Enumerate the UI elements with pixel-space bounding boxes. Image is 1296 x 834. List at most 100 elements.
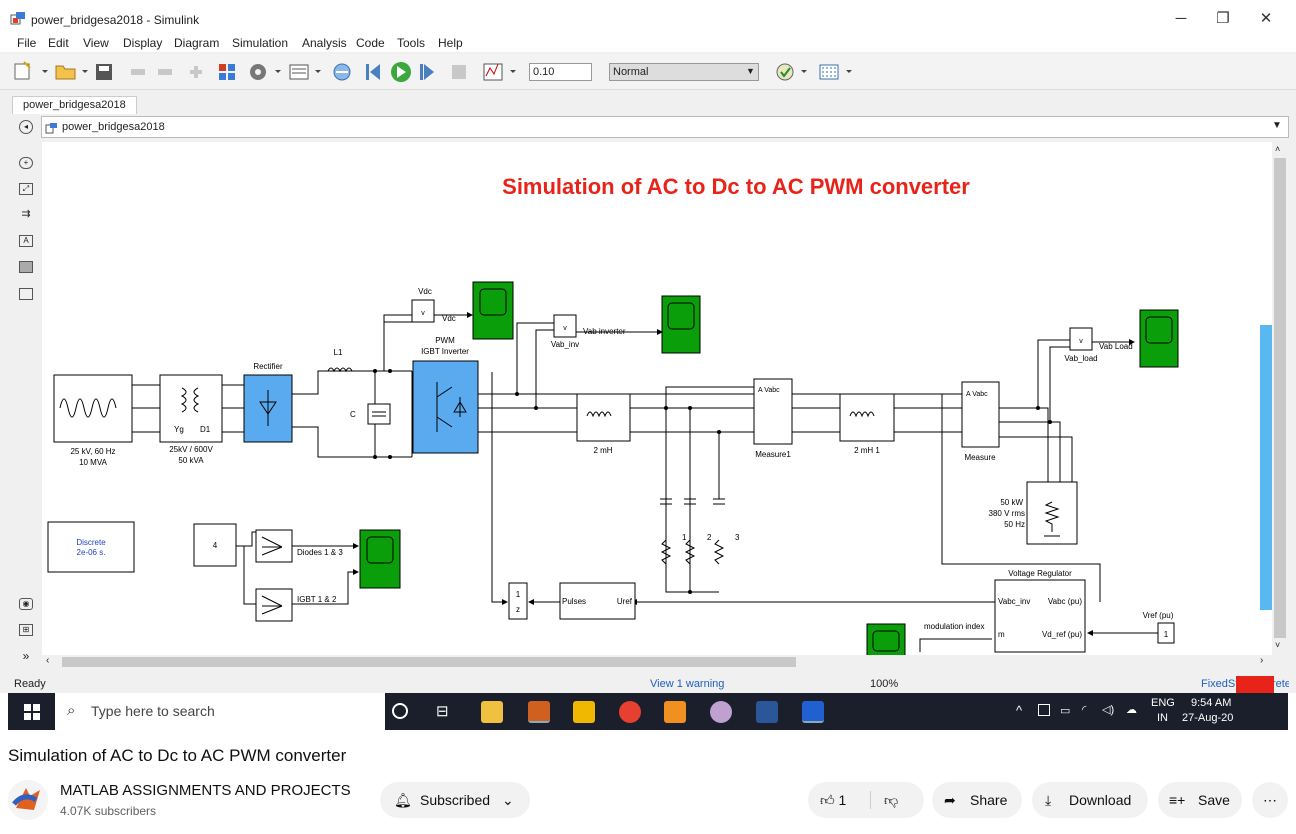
scope-modulation[interactable] <box>866 623 906 655</box>
pwm-generator-block[interactable] <box>559 582 636 620</box>
measure1-block[interactable] <box>753 378 793 445</box>
expand-double-chevron-icon[interactable]: » <box>22 649 30 663</box>
zoom-in-icon[interactable]: + <box>19 157 33 169</box>
vab-inv-measurement-block[interactable] <box>553 314 577 338</box>
unit-delay-block[interactable] <box>508 582 528 620</box>
selector-igbt-block[interactable] <box>255 588 293 622</box>
vertical-scroll-thumb[interactable] <box>1274 158 1286 638</box>
restore-button[interactable]: ❐ <box>1216 10 1230 27</box>
windows-start-icon[interactable] <box>24 704 40 720</box>
step-back-icon[interactable] <box>366 64 380 80</box>
chrome-icon[interactable] <box>619 701 641 723</box>
menu-help[interactable]: Help <box>438 36 463 50</box>
inductor-2mh-block[interactable] <box>576 393 631 442</box>
build-model-icon[interactable] <box>819 64 852 80</box>
battery-icon[interactable]: ▭ <box>1060 705 1071 717</box>
taskbar-search-input[interactable]: ⌕ Type here to search <box>55 693 385 730</box>
tray-app-icon[interactable] <box>1038 704 1050 716</box>
clock-time[interactable]: 9:54 AM <box>1191 697 1232 709</box>
new-model-icon[interactable] <box>14 61 48 80</box>
paint-app-icon[interactable] <box>710 701 732 723</box>
settings-gear-icon[interactable] <box>250 64 281 80</box>
file-explorer-icon[interactable] <box>481 701 503 723</box>
matlab-icon[interactable] <box>528 701 550 723</box>
horizontal-scrollbar[interactable]: ‹ › <box>42 655 1272 669</box>
area-icon[interactable] <box>19 288 33 300</box>
pwm-igbt-inverter-block[interactable] <box>412 360 479 454</box>
screenshot-icon[interactable]: ◉ <box>19 598 33 610</box>
menu-analysis[interactable]: Analysis <box>302 36 347 50</box>
voltage-regulator-block[interactable] <box>994 579 1086 653</box>
scope-pulses[interactable] <box>359 529 401 589</box>
library-browser-icon[interactable] <box>219 64 235 80</box>
vref-constant-block[interactable] <box>1157 622 1175 644</box>
inductor-2mh1-block[interactable] <box>839 393 895 442</box>
subscribed-button[interactable]: 🔔︎ Subscribed ⌄ <box>380 782 530 818</box>
clock-date[interactable]: 27-Aug-20 <box>1182 712 1234 724</box>
capacitor-c[interactable] <box>367 403 391 425</box>
model-explorer-icon[interactable] <box>289 64 321 80</box>
scope-vab-inverter[interactable] <box>661 295 701 354</box>
like-button[interactable]: 👍︎ 1 <box>820 782 846 818</box>
vertical-scrollbar[interactable]: ˄ ˅ <box>1272 142 1288 655</box>
menu-file[interactable]: File <box>17 36 37 50</box>
share-button[interactable]: ➦ Share <box>932 782 1022 818</box>
vab-load-measurement-block[interactable] <box>1069 327 1093 351</box>
diagram-canvas[interactable]: Simulation of AC to Dc to AC PWM convert… <box>42 142 1274 655</box>
sticky-notes-icon[interactable] <box>573 701 595 723</box>
selector-diodes-block[interactable] <box>255 529 293 563</box>
more-actions-button[interactable]: ⋯ <box>1252 782 1288 818</box>
remote-desktop-icon[interactable] <box>802 701 824 723</box>
run-icon[interactable] <box>391 62 411 82</box>
breadcrumb-dropdown-icon[interactable]: ▼ <box>1272 120 1282 131</box>
menu-code[interactable]: Code <box>356 36 385 50</box>
volume-icon[interactable]: ◁) <box>1102 704 1115 716</box>
measure-block[interactable] <box>961 381 1000 448</box>
tab-model[interactable]: power_bridgesa2018 <box>12 96 137 114</box>
horizontal-scroll-thumb[interactable] <box>62 657 796 667</box>
onedrive-icon[interactable]: ☁ <box>1126 704 1137 716</box>
three-phase-load-block[interactable] <box>1026 481 1078 545</box>
powergui-discrete-block[interactable] <box>47 521 135 573</box>
minimize-button[interactable]: ─ <box>1175 10 1187 27</box>
scroll-up-icon[interactable]: ˄ <box>1275 144 1281 154</box>
vdc-measurement-block[interactable] <box>411 299 435 323</box>
channel-avatar[interactable] <box>8 780 48 820</box>
scope-signal-icon[interactable] <box>483 63 516 81</box>
menu-display[interactable]: Display <box>123 36 163 50</box>
menu-view[interactable]: View <box>83 36 109 50</box>
annotation-icon[interactable]: A <box>19 235 33 247</box>
open-folder-icon[interactable] <box>55 65 88 80</box>
thumbs-down-icon[interactable]: 👎︎ <box>884 792 899 808</box>
download-button[interactable]: ⤓ Download <box>1032 782 1148 818</box>
menu-tools[interactable]: Tools <box>397 36 426 50</box>
image-icon[interactable] <box>19 261 33 273</box>
stop-time-input[interactable]: 0.10 <box>529 63 592 81</box>
scroll-right-icon[interactable]: › <box>1260 655 1264 666</box>
model-browser-icon[interactable]: ⊞ <box>19 624 33 636</box>
status-warning-link[interactable]: View 1 warning <box>650 678 725 690</box>
simulation-mode-select[interactable]: Normal▼ <box>609 63 759 81</box>
cortana-icon[interactable] <box>392 703 408 719</box>
menu-diagram[interactable]: Diagram <box>174 36 220 50</box>
wifi-icon[interactable]: ◜ <box>1082 704 1087 716</box>
back-arrow-icon[interactable]: ◂ <box>19 120 33 134</box>
scope-vab-load[interactable] <box>1139 309 1179 368</box>
constant-4-block[interactable] <box>193 523 237 567</box>
update-diagram-icon[interactable] <box>333 63 351 81</box>
save-button[interactable]: ≡+ Save <box>1158 782 1242 818</box>
arrow-right-icon[interactable]: ⇉ <box>21 208 31 220</box>
task-view-icon[interactable]: ⊟ <box>436 703 449 720</box>
language-ime[interactable]: ENG <box>1151 697 1175 709</box>
menu-edit[interactable]: Edit <box>48 36 69 50</box>
rc-filter-branch[interactable] <box>660 498 725 565</box>
scroll-left-icon[interactable]: ‹ <box>46 655 50 666</box>
tray-chevron-up-icon[interactable]: ^ <box>1016 703 1023 718</box>
performance-advisor-icon[interactable] <box>776 63 807 81</box>
save-icon[interactable] <box>96 64 112 80</box>
scroll-down-icon[interactable]: ˅ <box>1275 640 1281 650</box>
scope-vdc[interactable] <box>472 281 514 340</box>
channel-name[interactable]: MATLAB ASSIGNMENTS AND PROJECTS <box>60 782 351 799</box>
ppt-app-icon[interactable] <box>664 701 686 723</box>
transformer-block[interactable] <box>159 374 223 443</box>
